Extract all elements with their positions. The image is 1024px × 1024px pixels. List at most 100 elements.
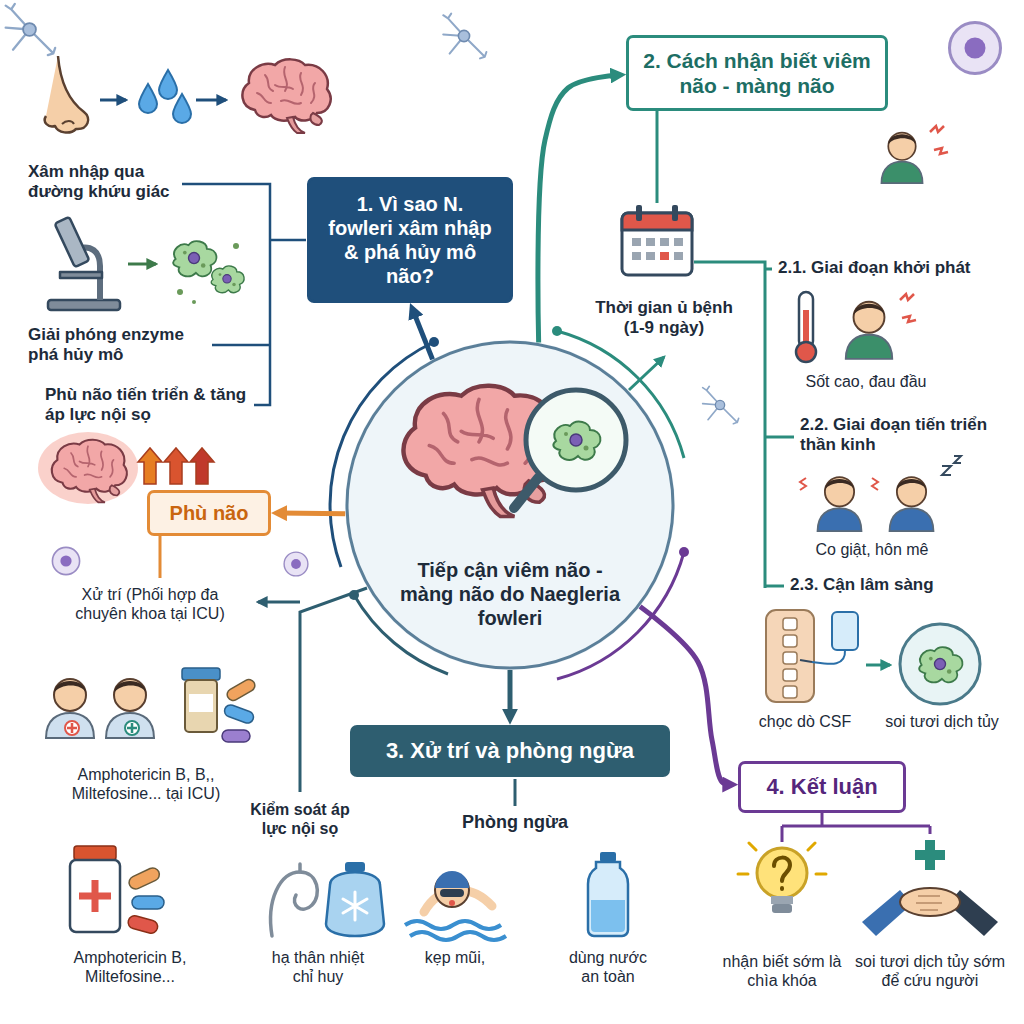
ice-pack-icon (326, 872, 384, 936)
thermometer-icon (796, 292, 816, 362)
brain-icon (242, 59, 330, 133)
flow-arrow (128, 263, 156, 266)
leader-line (160, 535, 161, 578)
text-label: hạ thân nhiệt chỉ huy (260, 948, 376, 986)
calendar-icon (646, 252, 655, 260)
text-label: 2.2. Giai đoạn tiến triển thần kinh (800, 415, 992, 456)
swollen-brain-icon (38, 432, 138, 504)
section-box: 3. Xử trí và phòng ngừa (350, 725, 670, 777)
pressure-arrow-icon (190, 448, 214, 484)
text-label: Amphotericin B, Miltefosine... (50, 948, 210, 986)
person-icon (818, 477, 862, 531)
calendar-icon (674, 252, 683, 260)
person-icon (900, 294, 916, 322)
doctor-icon (67, 723, 77, 733)
doctor-icon (106, 679, 154, 738)
flow-arrow (100, 99, 226, 102)
central-circle-fill (345, 340, 675, 670)
section-box: 2. Cách nhận biết viêm não - màng não (626, 35, 888, 111)
water-bottle-icon (588, 852, 628, 936)
text-label: dùng nước an toàn (558, 948, 658, 986)
brain-icon (242, 59, 330, 133)
text-label: Thời gian ủ bệnh (1-9 ngày) (584, 298, 744, 339)
medicine-bottle-icon (70, 860, 120, 932)
topic-title: Tiếp cận viêm não - màng não do Naegleri… (392, 558, 628, 630)
amoeba-icon (173, 241, 216, 276)
central-brain-illustration (526, 390, 626, 490)
pressure-arrow-icon (138, 448, 162, 484)
box-title: 3. Xử trí và phòng ngừa (365, 738, 655, 764)
amoeba-icon (177, 289, 183, 295)
cell-decoration (284, 552, 308, 576)
ice-pack-icon (345, 862, 365, 872)
swimmer-icon (410, 932, 506, 940)
microscope-view-icon (919, 647, 962, 682)
water-drop-icon (139, 70, 191, 123)
calendar-icon (646, 238, 655, 246)
calendar-icon (672, 205, 678, 221)
lightbulb-icon (774, 858, 790, 889)
lumbar-puncture-icon (783, 618, 797, 630)
central-brain-illustration (553, 422, 600, 460)
central-brain-illustration (514, 478, 538, 508)
medicine-icon (182, 668, 220, 680)
calendar-icon (622, 213, 692, 230)
amoeba-icon (233, 243, 239, 249)
water-drop-icon (139, 84, 157, 113)
bracket-line (270, 239, 306, 242)
amoeba-icon (192, 300, 196, 304)
lumbar-puncture-icon (832, 612, 858, 650)
person-icon (846, 294, 916, 359)
text-label: Sốt cao, đau đầu (781, 372, 951, 391)
person-icon (942, 456, 961, 475)
swimmer-icon (435, 871, 469, 888)
text-label: Giải phóng enzyme phá hủy mô (28, 325, 206, 366)
water-bottle-icon (588, 862, 628, 936)
water-drop-icon (159, 70, 177, 99)
calendar-icon (632, 238, 641, 246)
medicine-icon (225, 677, 257, 702)
nose-icon (45, 56, 88, 133)
box-title: 4. Kết luận (753, 774, 891, 800)
text-label: Phòng ngừa (440, 812, 590, 834)
person-icon (846, 302, 892, 359)
doctor-icon (46, 679, 94, 738)
text-label: 2.1. Giai đoạn khởi phát (778, 258, 1018, 278)
text-label: 2.3. Cận lâm sàng (790, 575, 1000, 595)
ice-pack-icon (343, 892, 367, 920)
person-icon (881, 133, 922, 184)
branch-line (656, 109, 659, 203)
branch-line (765, 268, 772, 271)
swollen-brain-icon (38, 432, 138, 504)
bracket-line (782, 812, 930, 842)
cell-decoration (52, 23, 1000, 576)
flow-arrow (196, 99, 226, 102)
person-icon (930, 126, 948, 154)
ring-arc (354, 595, 448, 674)
text-label: soi tươi dịch tủy sớm để cứu người (855, 952, 1005, 990)
handshake-icon (915, 840, 945, 870)
neuron-decoration (703, 386, 739, 423)
lumbar-puncture-icon (783, 652, 797, 664)
swimmer-icon (405, 921, 501, 929)
connector-arrow (279, 511, 345, 517)
person-icon (881, 126, 948, 183)
central-topic: Tiếp cận viêm não - màng não do Naegleri… (345, 340, 675, 670)
text-holder: Tiếp cận viêm não - màng não do Naegleri… (392, 558, 628, 630)
branch-line (765, 585, 784, 588)
water-drop-icon (173, 94, 191, 123)
ring-arc (679, 547, 689, 557)
lumbar-puncture-icon (766, 610, 814, 702)
medicine-icon (185, 680, 217, 732)
calendar-icon (632, 252, 641, 260)
amoeba-icon (173, 241, 244, 304)
bracket-line (821, 812, 824, 826)
leader-line (514, 779, 517, 806)
lumbar-puncture-icon (783, 686, 797, 698)
flow-arrow (100, 99, 126, 102)
text-label: kẹp mũi, (405, 948, 505, 967)
bracket-line (781, 826, 784, 842)
connector-arrow (508, 670, 513, 717)
connector-arrow (413, 310, 433, 359)
